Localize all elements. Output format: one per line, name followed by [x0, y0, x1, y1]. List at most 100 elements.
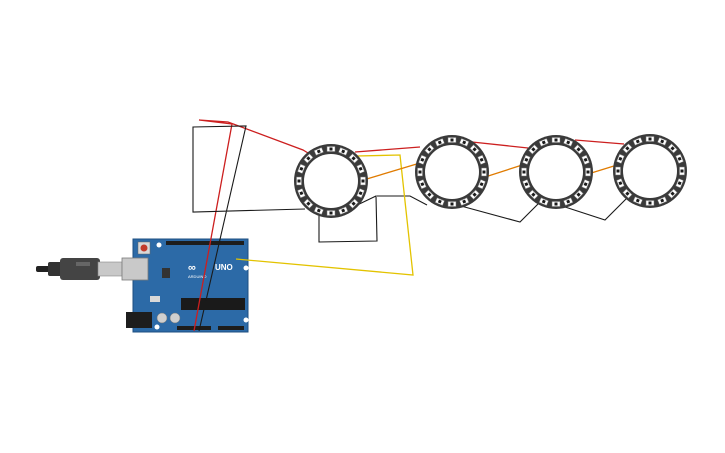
- capacitor-icon: [156, 312, 168, 324]
- led-icon: [459, 197, 470, 206]
- led-icon: [481, 167, 487, 177]
- wire-ground[interactable]: [377, 195, 428, 206]
- mount-hole-icon: [156, 242, 162, 248]
- led-icon: [551, 137, 561, 143]
- ring-hole: [529, 145, 583, 199]
- neopixel-rings: [294, 134, 687, 218]
- led-icon: [645, 200, 655, 206]
- led-icon: [348, 198, 359, 209]
- led-icon: [632, 196, 643, 205]
- led-icon: [675, 178, 684, 189]
- led-icon: [477, 179, 486, 190]
- wire-power-5v[interactable]: [193, 119, 309, 332]
- wire-power-5v[interactable]: [471, 141, 529, 149]
- led-icon: [657, 196, 668, 205]
- led-icon: [360, 176, 366, 186]
- led-icon: [338, 147, 349, 156]
- led-icon: [297, 188, 306, 199]
- wire-ground[interactable]: [561, 194, 631, 221]
- atmega-chip-icon: [181, 298, 245, 310]
- led-icon: [645, 136, 655, 142]
- led-icon: [313, 147, 324, 156]
- led-icon: [538, 138, 549, 147]
- led-icon: [418, 179, 427, 190]
- led-icon: [348, 153, 359, 164]
- mount-hole-icon: [243, 317, 249, 323]
- capacitor-icon: [169, 312, 181, 324]
- ring-hole: [623, 144, 677, 198]
- led-icon: [573, 144, 584, 155]
- board-brand-label: ARDUINO: [188, 274, 206, 279]
- led-icon: [521, 167, 527, 177]
- regulator-icon: [162, 268, 170, 278]
- led-icon: [326, 210, 336, 216]
- led-icon: [581, 154, 590, 165]
- arduino-uno-board[interactable]: ∞ UNO ARDUINO: [121, 238, 249, 333]
- wire-data-in[interactable]: [235, 154, 414, 276]
- mount-hole-icon: [154, 324, 160, 330]
- led-icon: [616, 153, 625, 164]
- led-icon: [563, 197, 574, 206]
- neopixel-ring-1[interactable]: [294, 144, 368, 218]
- usb-port-icon: [121, 257, 149, 281]
- led-icon: [418, 154, 427, 165]
- led-icon: [303, 153, 314, 164]
- led-icon: [313, 206, 324, 215]
- led-icon: [622, 188, 633, 199]
- neopixel-ring-2[interactable]: [415, 135, 489, 209]
- led-icon: [563, 138, 574, 147]
- led-icon: [622, 143, 633, 154]
- led-icon: [573, 189, 584, 200]
- board-model-label: UNO: [215, 263, 233, 272]
- led-icon: [338, 206, 349, 215]
- wire-power-5v[interactable]: [574, 139, 625, 145]
- led-icon: [581, 179, 590, 190]
- neopixel-ring-4[interactable]: [613, 134, 687, 208]
- led-icon: [679, 166, 685, 176]
- led-icon: [296, 176, 302, 186]
- led-icon: [522, 154, 531, 165]
- wire-power-5v[interactable]: [354, 146, 421, 153]
- led-icon: [632, 137, 643, 146]
- led-icon: [522, 179, 531, 190]
- led-icon: [675, 153, 684, 164]
- led-icon: [434, 197, 445, 206]
- led-icon: [447, 137, 457, 143]
- neopixel-ring-3[interactable]: [519, 135, 593, 209]
- led-icon: [447, 201, 457, 207]
- wire-ground[interactable]: [192, 125, 306, 332]
- led-icon: [326, 146, 336, 152]
- led-icon: [434, 138, 445, 147]
- led-icon: [585, 167, 591, 177]
- dc-jack-icon: [126, 312, 152, 328]
- led-icon: [667, 188, 678, 199]
- led-icon: [459, 138, 470, 147]
- digital-header: [166, 241, 244, 245]
- ring-hole: [304, 154, 358, 208]
- led-icon: [538, 197, 549, 206]
- led-icon: [424, 189, 435, 200]
- led-icon: [616, 178, 625, 189]
- usb-cable-icon[interactable]: [36, 258, 123, 280]
- crystal-icon: [150, 296, 160, 302]
- led-icon: [528, 144, 539, 155]
- led-icon: [657, 137, 668, 146]
- led-icon: [356, 188, 365, 199]
- mount-hole-icon: [243, 265, 249, 271]
- led-icon: [528, 189, 539, 200]
- led-icon: [469, 144, 480, 155]
- wire-ground[interactable]: [460, 199, 543, 223]
- led-icon: [615, 166, 621, 176]
- led-icon: [477, 154, 486, 165]
- analog-header: [218, 326, 244, 330]
- led-icon: [356, 163, 365, 174]
- led-icon: [303, 198, 314, 209]
- led-icon: [417, 167, 423, 177]
- led-icon: [469, 189, 480, 200]
- reset-button-icon[interactable]: [137, 241, 151, 255]
- arduino-logo-icon: ∞: [188, 262, 196, 274]
- led-icon: [424, 144, 435, 155]
- ring-hole: [425, 145, 479, 199]
